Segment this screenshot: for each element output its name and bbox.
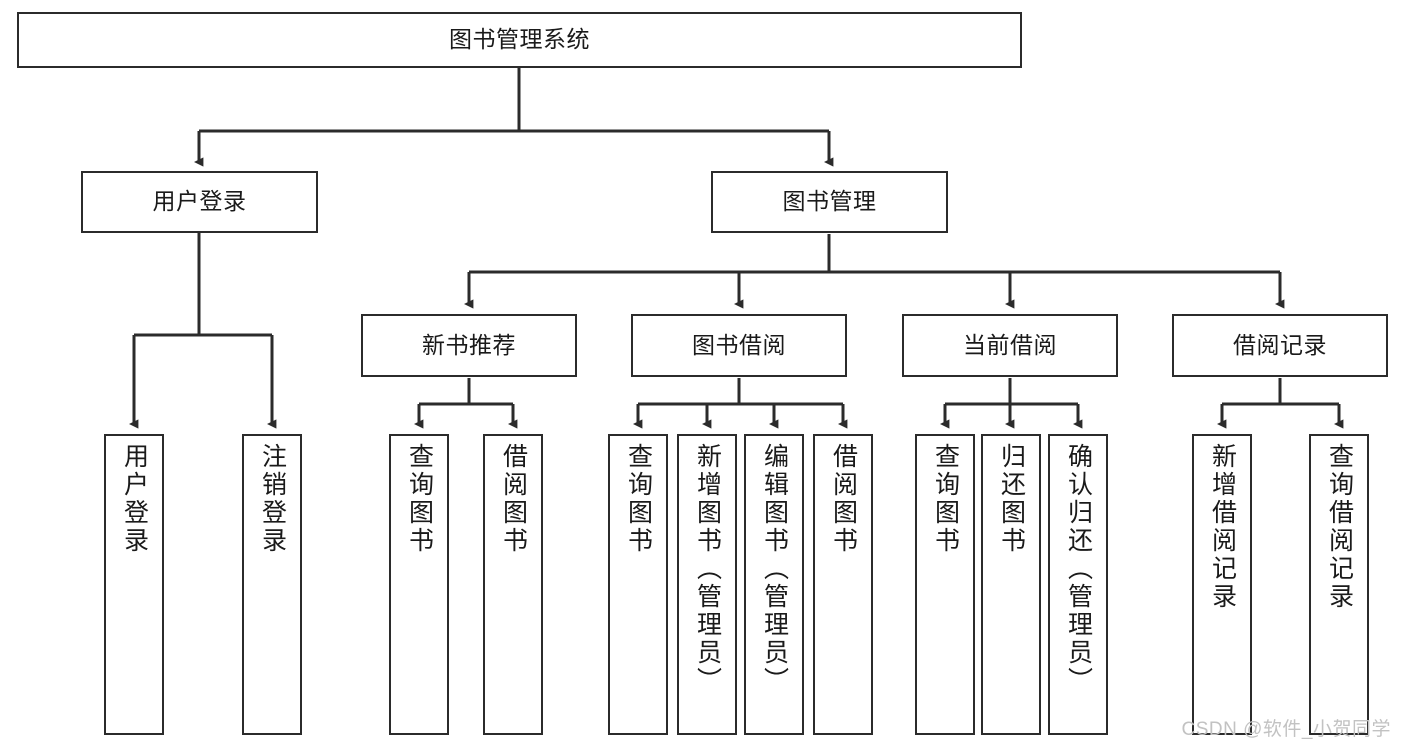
leaf-query-book-1[interactable]: 查询图书 (389, 434, 449, 735)
node-book-borrow[interactable]: 图书借阅 (631, 314, 847, 377)
node-current-borrow-label: 当前借阅 (963, 331, 1057, 358)
leaf-query-book-2-label: 查询图书 (624, 443, 653, 555)
leaf-query-book-3[interactable]: 查询图书 (915, 434, 975, 735)
leaf-return-book-label: 归还图书 (997, 443, 1026, 555)
leaf-add-book[interactable]: 新增图书（管理员） (677, 434, 737, 735)
leaf-user-login[interactable]: 用户登录 (104, 434, 164, 735)
node-user-login-label: 用户登录 (152, 188, 247, 215)
leaf-confirm-return-label: 确认归还（管理员） (1064, 443, 1093, 695)
leaf-confirm-return[interactable]: 确认归还（管理员） (1048, 434, 1108, 735)
leaf-borrow-book-1[interactable]: 借阅图书 (483, 434, 543, 735)
leaf-logout-login[interactable]: 注销登录 (242, 434, 302, 735)
leaf-query-record[interactable]: 查询借阅记录 (1309, 434, 1369, 735)
node-borrow-record-label: 借阅记录 (1233, 331, 1327, 358)
node-book-manage[interactable]: 图书管理 (711, 171, 948, 233)
leaf-edit-book[interactable]: 编辑图书（管理员） (744, 434, 804, 735)
node-root[interactable]: 图书管理系统 (17, 12, 1022, 68)
leaf-query-book-1-label: 查询图书 (405, 443, 434, 555)
leaf-edit-book-label: 编辑图书（管理员） (760, 443, 789, 695)
node-borrow-record[interactable]: 借阅记录 (1172, 314, 1388, 377)
node-current-borrow[interactable]: 当前借阅 (902, 314, 1118, 377)
leaf-query-book-3-label: 查询图书 (931, 443, 960, 555)
node-new-book-recommend[interactable]: 新书推荐 (361, 314, 577, 377)
watermark: CSDN @软件_小贺同学 (1181, 719, 1391, 740)
leaf-add-book-label: 新增图书（管理员） (693, 443, 722, 695)
node-root-label: 图书管理系统 (449, 26, 590, 53)
leaf-logout-login-label: 注销登录 (258, 443, 287, 555)
leaf-borrow-book-2[interactable]: 借阅图书 (813, 434, 873, 735)
node-user-login[interactable]: 用户登录 (81, 171, 318, 233)
leaf-query-record-label: 查询借阅记录 (1325, 443, 1354, 611)
node-book-borrow-label: 图书借阅 (692, 331, 786, 358)
leaf-user-login-label: 用户登录 (120, 443, 149, 555)
leaf-return-book[interactable]: 归还图书 (981, 434, 1041, 735)
leaf-query-book-2[interactable]: 查询图书 (608, 434, 668, 735)
node-book-manage-label: 图书管理 (782, 188, 877, 215)
leaf-borrow-book-1-label: 借阅图书 (499, 443, 528, 555)
leaf-add-record[interactable]: 新增借阅记录 (1192, 434, 1252, 735)
leaf-borrow-book-2-label: 借阅图书 (829, 443, 858, 555)
node-new-book-recommend-label: 新书推荐 (422, 331, 516, 358)
leaf-add-record-label: 新增借阅记录 (1208, 443, 1237, 611)
